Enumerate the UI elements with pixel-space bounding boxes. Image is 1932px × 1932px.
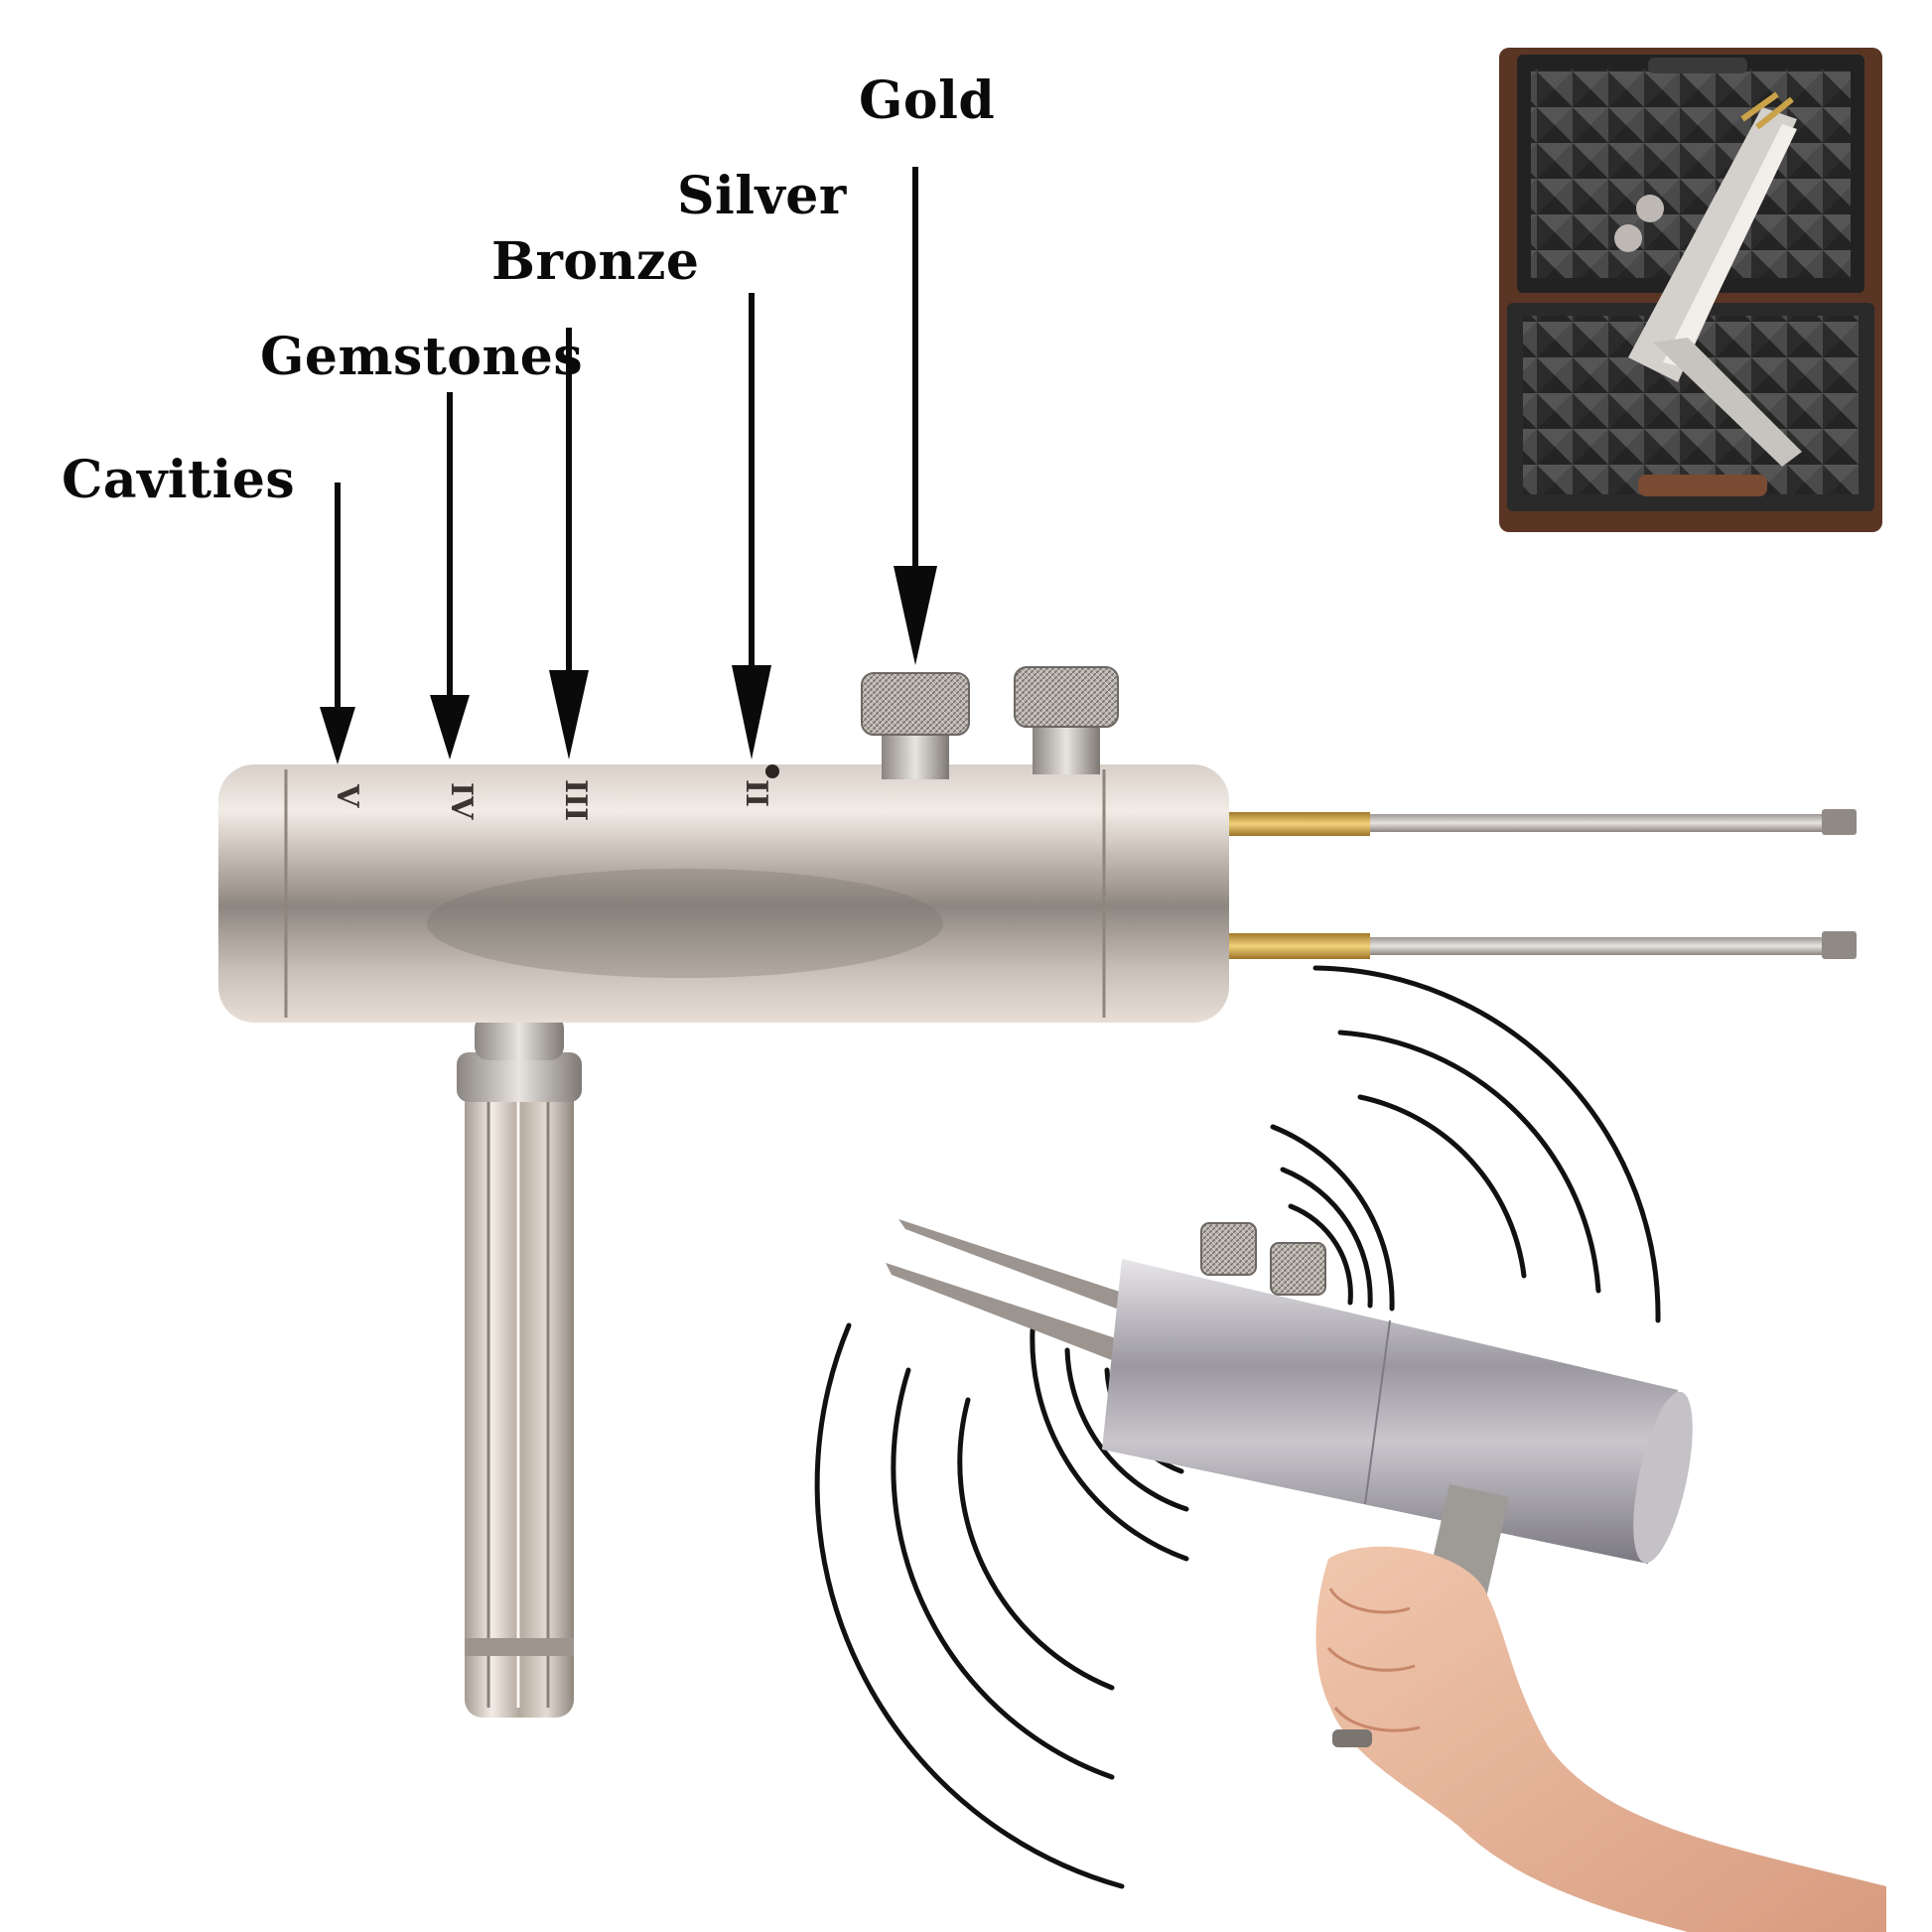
detector-in-hand-image — [886, 1219, 1886, 1932]
down-arrow-icon — [320, 483, 355, 764]
detector-main: V IV III II — [218, 666, 1857, 1718]
down-arrow-icon — [549, 328, 589, 759]
label-silver: Silver — [677, 166, 847, 226]
carrying-case-image — [1499, 48, 1882, 532]
svg-text:V: V — [330, 783, 364, 808]
svg-text:III: III — [558, 779, 593, 821]
signal-wave-icon — [1270, 965, 1661, 1323]
down-arrow-icon — [732, 293, 771, 759]
down-arrow-icon — [430, 392, 470, 759]
svg-text:II: II — [739, 779, 773, 807]
label-cavities: Cavities — [62, 450, 296, 510]
label-gemstones: Gemstones — [260, 327, 584, 387]
down-arrow-icon — [894, 167, 937, 665]
label-bronze: Bronze — [491, 231, 700, 292]
svg-text:IV: IV — [444, 782, 479, 820]
label-gold: Gold — [859, 70, 996, 131]
